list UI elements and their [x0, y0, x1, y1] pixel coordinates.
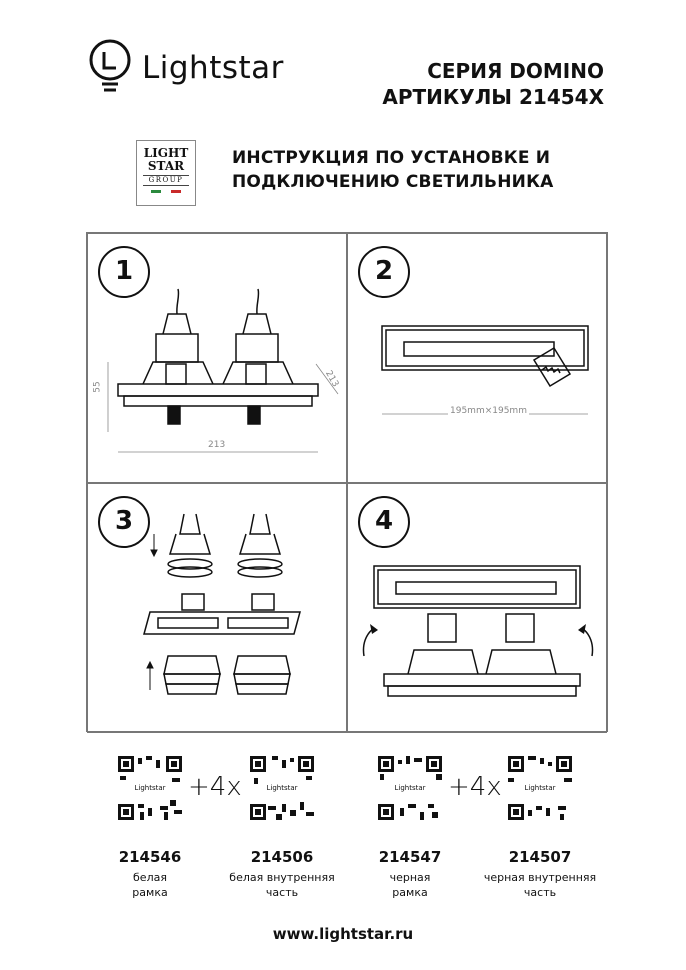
dimension-cutout: 195mm×195mm [448, 406, 529, 416]
title-line-1: ИНСТРУКЦИЯ ПО УСТАНОВКЕ И [232, 148, 551, 168]
caption-line: рамка [132, 886, 168, 899]
caption-line: рамка [392, 886, 428, 899]
document-title: ИНСТРУКЦИЯ ПО УСТАНОВКЕ И ПОДКЛЮЧЕНИЮ СВ… [232, 146, 554, 194]
article-numbers: АРТИКУЛЫ 21454X [382, 85, 604, 109]
group-badge-logo: LIGHT STAR GROUP [136, 140, 196, 206]
qr-label: Lightstar [394, 784, 425, 792]
step-4-number: 4 [358, 496, 410, 548]
luminaire-dimension-drawing [107, 288, 339, 453]
brand-logo-icon [88, 38, 136, 106]
step-3-panel: 3 [87, 483, 347, 733]
caption-line: черная [389, 871, 431, 884]
qr-label: Lightstar [266, 784, 297, 792]
product-code: 214546 [118, 848, 182, 866]
product-code: 214506 [250, 848, 314, 866]
product-caption: черная внутренняя часть [470, 870, 610, 900]
multiplier-label: +4x [448, 772, 502, 802]
series-block: СЕРИЯ DOMINO АРТИКУЛЫ 21454X [382, 58, 604, 110]
caption-line: черная внутренняя [483, 871, 597, 884]
instruction-grid: 1 55 [86, 232, 608, 733]
step-1-panel: 1 55 [87, 233, 347, 483]
installation-drawing [362, 565, 594, 697]
multiplier-label: +4x [188, 772, 242, 802]
product-code: 214507 [508, 848, 572, 866]
caption-line: белая [133, 871, 167, 884]
caption-line: часть [265, 886, 299, 899]
product-caption: белая рамка [80, 870, 220, 900]
assembly-exploded-drawing [143, 513, 301, 695]
badge-line-1: LIGHT [143, 146, 189, 160]
step-4-panel: 4 [347, 483, 607, 733]
product-caption: черная рамка [340, 870, 480, 900]
dimension-width: 213 [208, 440, 226, 450]
step-1-number: 1 [98, 246, 150, 298]
qr-label: Lightstar [134, 784, 165, 792]
italian-flag-icon [151, 190, 181, 193]
qr-code-icon[interactable]: Lightstar [378, 756, 442, 820]
caption-line: часть [523, 886, 557, 899]
caption-line: белая внутренняя [229, 871, 335, 884]
qr-code-icon[interactable]: Lightstar [250, 756, 314, 820]
badge-line-3: GROUP [143, 175, 189, 186]
step-3-number: 3 [98, 496, 150, 548]
step-2-panel: 2 195mm×195mm [347, 233, 607, 483]
product-code: 214547 [378, 848, 442, 866]
step-2-number: 2 [358, 246, 410, 298]
qr-code-icon[interactable]: Lightstar [118, 756, 182, 820]
dimension-height: 55 [92, 381, 103, 393]
qr-code-icon[interactable]: Lightstar [508, 756, 572, 820]
series-title: СЕРИЯ DOMINO [427, 59, 604, 83]
title-line-2: ПОДКЛЮЧЕНИЮ СВЕТИЛЬНИКА [232, 172, 554, 192]
product-caption: белая внутренняя часть [212, 870, 352, 900]
qr-label: Lightstar [524, 784, 555, 792]
badge-line-2: STAR [147, 159, 185, 173]
website-link[interactable]: www.lightstar.ru [272, 925, 414, 943]
brand-name: Lightstar [142, 50, 284, 86]
ceiling-cutout-drawing [381, 325, 589, 415]
